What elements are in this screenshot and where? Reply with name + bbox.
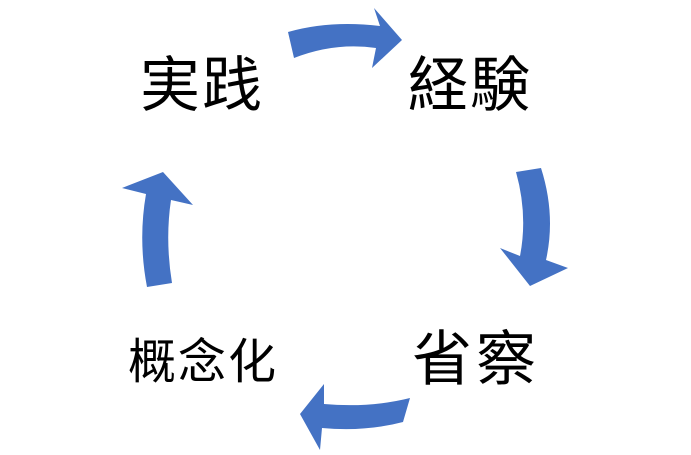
arrow-concept-to-practice xyxy=(122,172,193,287)
node-experience: 経験 xyxy=(408,51,532,121)
arrow-reflection-to-concept xyxy=(300,384,410,450)
node-reflection: 省察 xyxy=(412,325,540,395)
arrow-practice-to-experience xyxy=(288,8,402,68)
arrow-experience-to-reflection xyxy=(500,168,568,286)
node-concept: 概念化 xyxy=(128,334,279,390)
node-practice: 実践 xyxy=(140,51,264,121)
